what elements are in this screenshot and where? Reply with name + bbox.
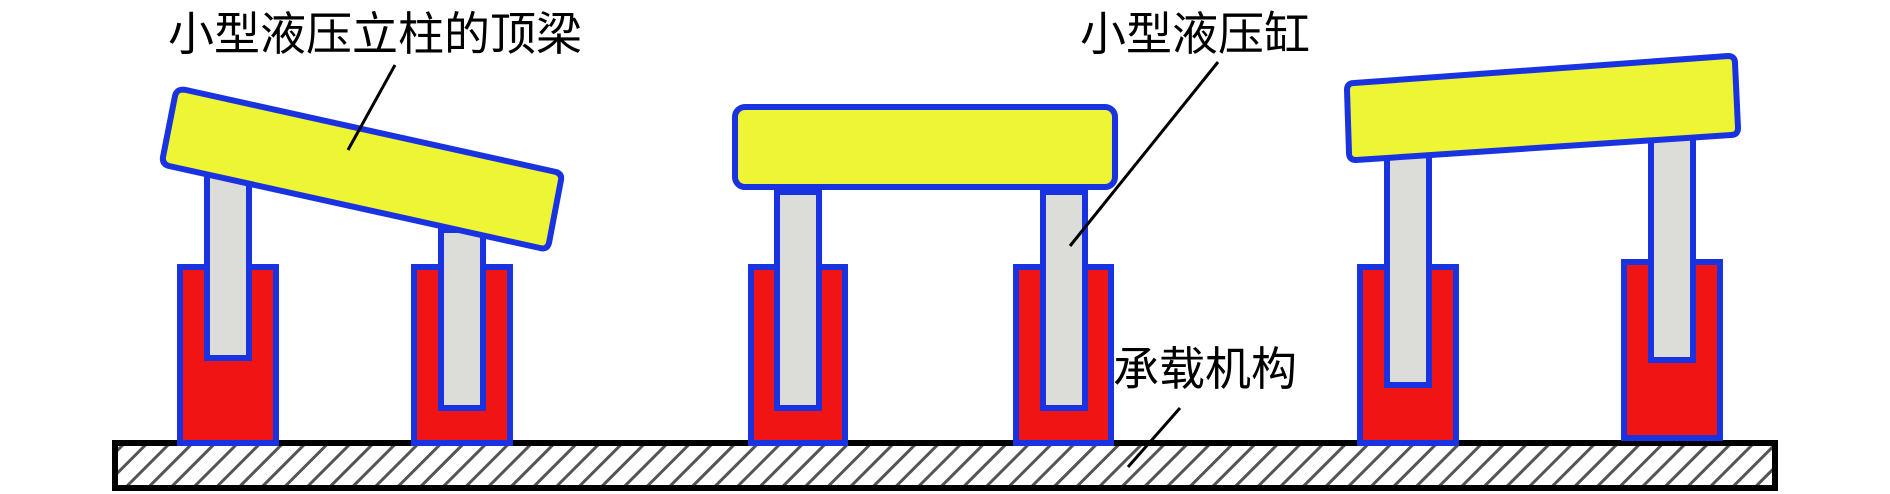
left-group xyxy=(159,86,565,446)
piston-rod xyxy=(1040,189,1088,411)
hydraulic-cylinder xyxy=(177,264,279,446)
piston-rod xyxy=(774,189,822,411)
middle-group xyxy=(732,104,1118,446)
hydraulic-cylinder xyxy=(1013,264,1114,446)
piston-rod xyxy=(1648,132,1696,363)
carrier-leader-line xyxy=(1126,407,1182,468)
carrier-base xyxy=(112,440,1778,491)
piston-rod xyxy=(1384,147,1432,388)
hydraulic-cylinder xyxy=(748,264,848,446)
top-beam xyxy=(1344,53,1741,163)
top-beam xyxy=(159,86,565,252)
hydraulic-cylinder xyxy=(1621,259,1723,441)
right-group xyxy=(1344,53,1741,446)
top-beam xyxy=(732,104,1118,190)
top-beam-leader-line xyxy=(346,64,397,151)
piston-rod xyxy=(204,165,252,361)
hydraulic-cylinder xyxy=(1357,264,1459,446)
hydraulic-cylinder-label: 小型液压缸 xyxy=(1080,7,1310,61)
piston-rod xyxy=(438,227,486,411)
hydraulic-cylinder xyxy=(411,264,513,446)
top-beam-label: 小型液压立柱的顶梁 xyxy=(168,7,582,61)
carrier-label: 承载机构 xyxy=(1113,342,1297,396)
cylinder-leader-line xyxy=(1068,61,1220,247)
